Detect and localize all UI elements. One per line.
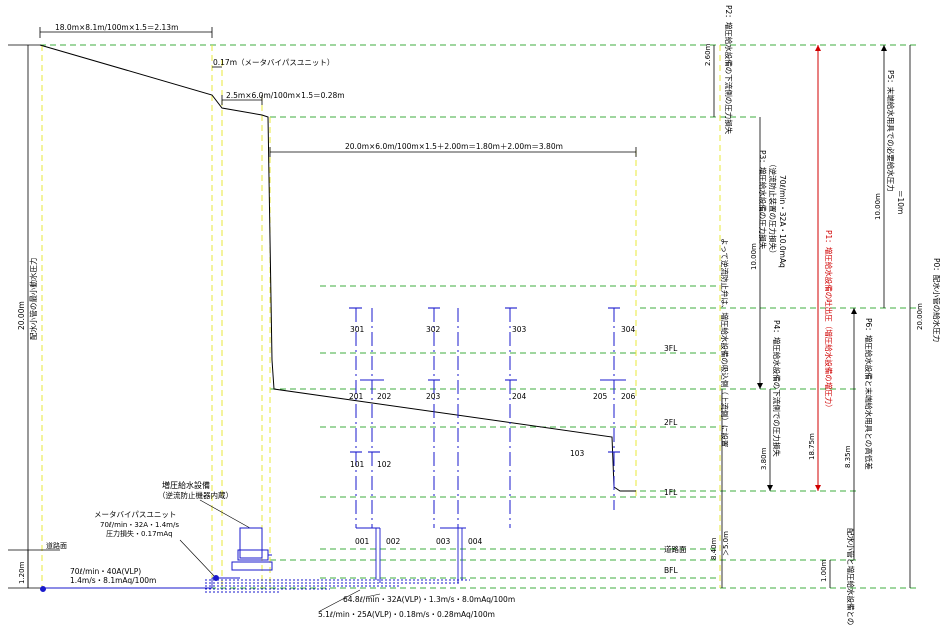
top-dimension-lines [39,27,637,157]
p3-label: P3：増圧給水設備の圧力損失 [758,150,768,250]
floor-2fl: 2FL [664,418,678,427]
room-204: 204 [512,392,527,401]
room-303: 303 [512,325,527,334]
bottom-leader-b [319,589,361,612]
floor-1fl: 1FL [664,488,678,497]
booster-unit [40,527,273,592]
p1-red-arrow-t [815,45,821,51]
main-pipe [43,527,470,593]
second-formula: 2.5m×6.0m/100m×1.5＝0.28m [226,91,345,100]
bottom-leader-a [365,593,381,598]
room-004: 004 [468,537,483,546]
side-dim-label-2: ＞5.0m [722,531,730,556]
main-connection [40,586,46,592]
p1-label: P1：増圧給水設備の吐出圧（増圧給水設備の増圧力） [824,230,834,412]
p4-label: P4：増圧給水設備の下流側での圧力損失 [772,320,782,457]
meter-line-2: 圧力損失・0.17mAq [106,529,173,538]
p5-val-label: ＝10m [896,190,905,214]
right-dims [713,45,911,588]
arrowheads [757,45,887,491]
booster-base [231,561,273,571]
yellow-guides [41,45,721,588]
room-304: 304 [621,325,636,334]
p6-dim-label: 8.35m [844,445,852,468]
meter-leader [179,539,216,578]
room-002: 002 [386,537,401,546]
left-height-120-label: 1.20m [18,561,26,584]
room-301: 301 [350,325,365,334]
room-205: 205 [593,392,608,401]
p7-dim-label: 1.00m [820,559,828,582]
meter-unit-label: 0.17m（メータバイパスユニット） [213,58,334,67]
room-101: 101 [350,460,365,469]
meter-line-1: 70ℓ/min・32A・1.4m/s [100,521,179,529]
p7-label: 配水小管と増圧給水設備との高低差 [846,528,856,625]
p3-val-label: 70ℓ/min・32A・10.0mAq [778,175,787,268]
room-202: 202 [377,392,392,401]
long-formula: 20.0m×6.0m/100m×1.5＋2.00m＝1.80m＋2.00m＝3.… [345,142,563,151]
p5-dim-label: 10.00m [874,193,882,220]
p3-arrow [757,383,763,389]
room-201: 201 [349,392,364,401]
bottom-pipe-a: 64.8ℓ/min・32A(VLP)・1.3m/s・8.0mAq/100m [343,595,515,604]
left-main-pressure-label-visible: 配水小管の最小動水圧力 [28,258,38,341]
booster-box [239,527,263,559]
side-note-label: よって逆流防止弁は、増圧給水設備の吸込側（上流側）に設置 [720,238,730,448]
left-dims [8,44,60,589]
room-206: 206 [621,392,636,401]
p1-red-arrow-b [815,485,821,491]
p4-dim-label: 3.80m [760,447,768,470]
booster-leader [199,499,251,529]
green-level-lines [40,44,920,589]
p2-label: P2：増圧給水設備の下流側の圧力損失 [724,5,734,135]
hydraulic-grade-line [39,44,636,492]
left-height-20-label: 20.00m [17,301,26,330]
p5-arrow-t [881,45,887,51]
room-003: 003 [436,537,451,546]
booster-label-1: 増圧給水設備 [162,480,210,490]
floor-road: 道路面 [664,544,687,554]
booster-label-2: （逆流防止機器内蔵） [158,490,233,500]
p3-sub-label: （逆流防止装置の圧力損失） [768,160,778,258]
road-surface-left-label: 道路面 [46,541,67,550]
room-001: 001 [355,537,370,546]
floor-bfl: BFL [664,566,678,575]
p0-label: P0：配水小管の給水圧力 [932,258,940,342]
room-203: 203 [426,392,441,401]
p5-label: P5：末端給水用具での必要給水圧力 [886,70,896,192]
room-103: 103 [570,449,585,458]
room-302: 302 [426,325,441,334]
meter-title-label: メータバイパスユニット [94,510,176,519]
fixture-marks [349,307,626,453]
bottom-pipe-b: 5.1ℓ/min・25A(VLP)・0.18m/s・0.28mAq/100m [318,610,495,619]
side-dim-label-1: 8.40m [710,537,718,560]
main-pipe-label-2: 1.4m/s・8.1mAq/100m [70,576,156,585]
p6-label: P6：増圧給水設備と末端給水用具との高低差 [864,318,874,470]
p6-arrow [851,308,857,314]
room-102: 102 [377,460,392,469]
p4-arrow [767,485,773,491]
p2-dim-label: 2.60m [704,43,712,66]
p1-dim-label: 18.75m [808,433,816,460]
main-pipe-label-1: 70ℓ/min・40A(VLP) [70,567,141,576]
p0-dim-label: 20.00m [916,303,924,330]
building-risers [355,308,615,528]
p3-dim-label: 10.00m [750,243,758,270]
floor-3fl: 3FL [664,344,678,353]
top-formula: 18.0m×8.1m/100m×1.5＝2.13m [55,23,178,32]
